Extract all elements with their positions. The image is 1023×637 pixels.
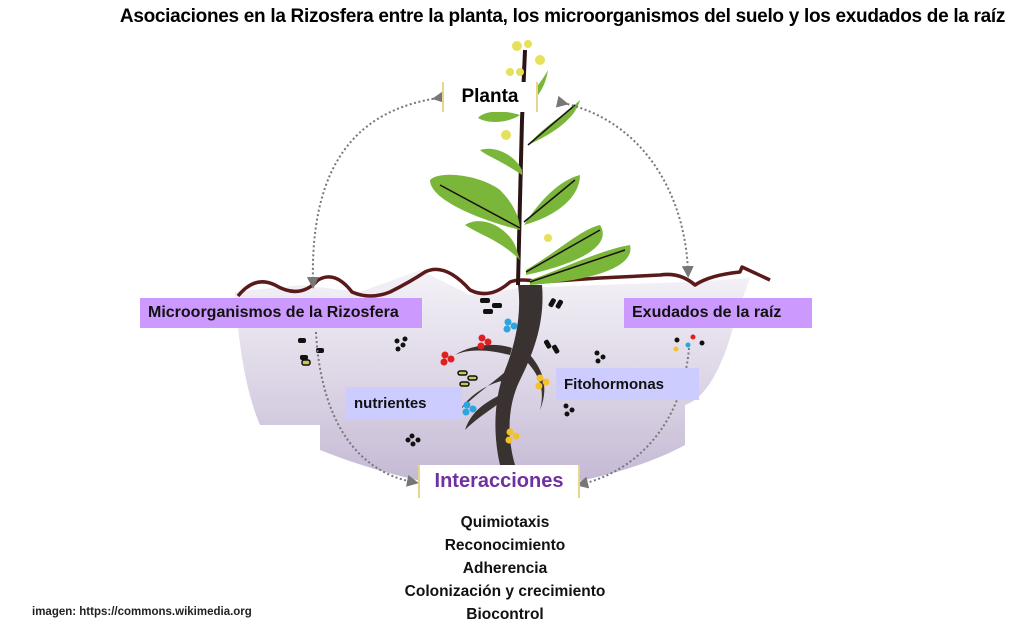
node-microorganismos: Microorganismos de la Rizosfera — [140, 298, 422, 328]
nutrient-particles-blue — [462, 318, 691, 416]
node-interacciones: Interacciones — [418, 465, 580, 498]
node-planta: Planta — [442, 82, 538, 112]
interaction-item: Colonización y crecimiento — [404, 583, 606, 600]
interaction-item: Biocontrol — [466, 606, 544, 623]
node-nutrientes: nutrientes — [346, 387, 462, 419]
diagram-title: Asociaciones en la Rizosfera entre la pl… — [119, 6, 1006, 27]
plant — [430, 40, 631, 286]
interaction-item: Quimiotaxis — [460, 514, 550, 531]
arrow-exudados-interacciones — [576, 347, 690, 489]
phytohormone-particles-yellow — [505, 346, 679, 444]
root-system — [455, 285, 545, 465]
interaction-arrows — [306, 91, 694, 489]
nutrient-particles-red — [440, 334, 696, 366]
flower — [501, 40, 552, 242]
microbes-yellow-green — [301, 359, 478, 387]
arrow-planta-microorganismos — [306, 91, 445, 289]
image-credit: imagen: https://commons.wikimedia.org — [32, 606, 252, 618]
interaction-item: Reconocimiento — [444, 537, 566, 554]
interaction-list: Quimiotaxis Reconocimiento Adherencia Co… — [380, 511, 630, 626]
interaction-item: Adherencia — [462, 560, 548, 577]
arrow-planta-exudados — [555, 95, 694, 278]
node-exudados: Exudados de la raíz — [624, 298, 812, 328]
node-fitohormonas: Fitohormonas — [556, 368, 699, 400]
arrow-microorganismos-interacciones — [315, 331, 419, 487]
